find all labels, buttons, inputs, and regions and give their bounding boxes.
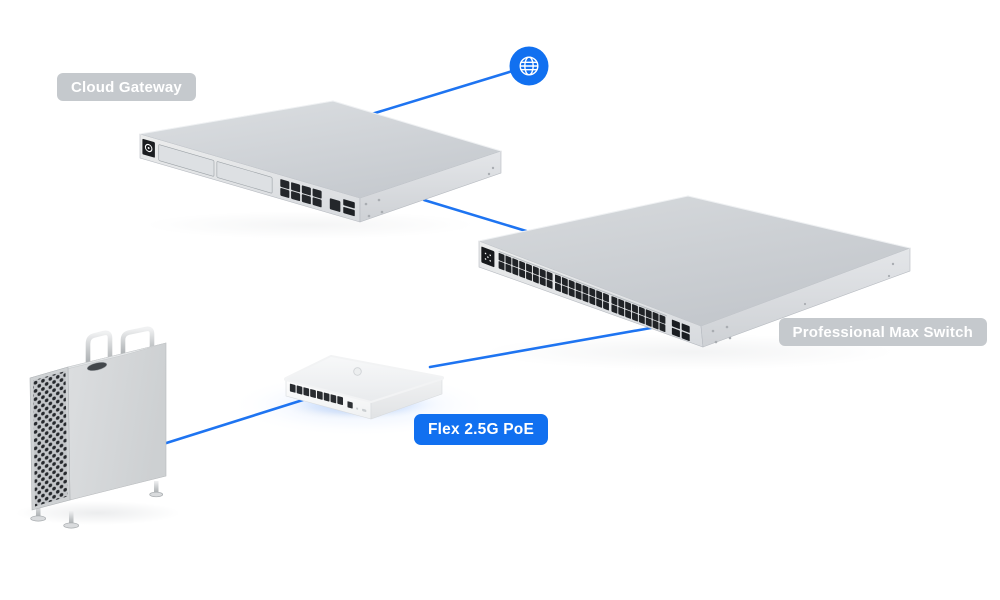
gateway-screws <box>364 166 495 218</box>
professional-max-switch-label: Professional Max Switch <box>778 318 987 346</box>
switch-sfp-ports <box>671 319 690 342</box>
connection-gateway-to-switch <box>422 198 538 236</box>
connection-flex-to-computer <box>158 392 324 447</box>
cloud-gateway-device <box>139 100 502 223</box>
connection-internet-to-gateway <box>360 64 531 119</box>
cloud-gateway-label-text: Cloud Gateway <box>71 78 182 96</box>
gateway-drive-bay <box>216 161 273 194</box>
flex-poe-label[interactable]: Flex 2.5G PoE <box>414 414 548 445</box>
cloud-gateway-label: Cloud Gateway <box>57 73 196 101</box>
computer-handle <box>85 330 113 369</box>
computer-handle <box>120 326 155 361</box>
connection-switch-to-flex <box>428 324 664 369</box>
switch-rj45-ports <box>498 252 666 333</box>
globe-icon <box>509 46 549 86</box>
flex-rj45-ports <box>289 383 344 406</box>
connection-lines <box>158 64 664 447</box>
professional-max-switch-label-text: Professional Max Switch <box>792 323 973 341</box>
gateway-front-panel <box>142 138 355 217</box>
flex-front-panel <box>289 383 367 412</box>
flex-switch-device <box>284 355 444 420</box>
desktop-computer-device <box>29 326 167 529</box>
professional-max-switch-device <box>478 195 911 348</box>
gateway-rj45-ports <box>280 179 322 208</box>
gateway-drive-bay <box>158 144 215 177</box>
switch-front-panel <box>481 246 690 342</box>
flex-poe-label-text: Flex 2.5G PoE <box>428 420 534 438</box>
computer-feet <box>30 481 164 529</box>
computer-top-vent <box>86 362 108 371</box>
computer-grille <box>33 371 68 507</box>
flex-logo <box>353 367 362 376</box>
switch-screws <box>711 262 895 344</box>
